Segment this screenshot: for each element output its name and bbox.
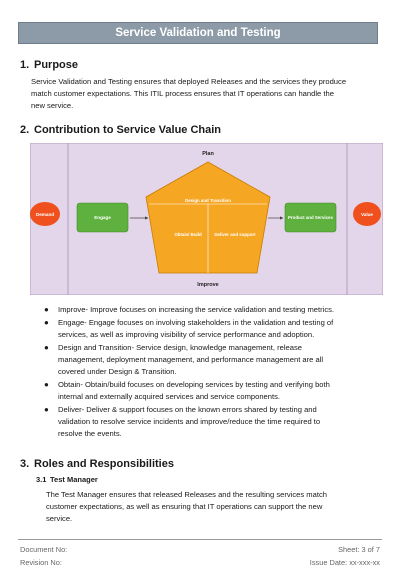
sheet-label: Sheet: 3 of 7	[338, 545, 380, 554]
bullet-improve: ● Improve- Improve focuses on increasing…	[44, 304, 384, 316]
deliver-support-label: Deliver and support	[214, 232, 256, 237]
bullet-line: validation to resolve service incidents …	[58, 417, 321, 427]
demand-oval	[30, 202, 60, 226]
test-manager-paragraph: The Test Manager ensures that released R…	[46, 489, 381, 525]
bullet-design-transition: ● Design and Transition- Service design,…	[44, 342, 384, 377]
bullet-line: services, as well as improving visibilit…	[58, 330, 315, 340]
value-label: Value	[361, 212, 373, 217]
bullet-line: Obtain- Obtain/build focuses on developi…	[58, 380, 330, 390]
bullet-dot-icon: ●	[44, 380, 49, 390]
subsection-title: Test Manager	[50, 475, 98, 484]
section-number: 2.	[20, 124, 30, 136]
bullet-line: Deliver- Deliver & support focuses on th…	[58, 405, 317, 415]
bullet-dot-icon: ●	[44, 318, 49, 328]
paragraph-line: new service.	[31, 101, 74, 110]
products-services-label: Product and Services	[288, 215, 333, 220]
value-chain-bullet-list: ● Improve- Improve focuses on increasing…	[44, 304, 384, 441]
paragraph-line: The Test Manager ensures that released R…	[46, 490, 327, 499]
paragraph-line: Service Validation and Testing ensures t…	[31, 77, 347, 86]
footer-divider	[18, 539, 382, 540]
bullet-engage: ● Engage- Engage focuses on involving st…	[44, 317, 384, 341]
bullet-dot-icon: ●	[44, 405, 49, 415]
section-number: 1.	[20, 59, 30, 71]
bullet-dot-icon: ●	[44, 343, 49, 353]
bullet-line: management, deployment management, and p…	[58, 355, 324, 365]
bullet-line: Design and Transition- Service design, k…	[58, 343, 302, 353]
bullet-line: resolve the events.	[58, 428, 122, 438]
purpose-paragraph: Service Validation and Testing ensures t…	[31, 76, 381, 112]
section-number: 3.	[20, 458, 30, 470]
bullet-line: Improve- Improve focuses on increasing t…	[58, 305, 335, 314]
products-services-box	[284, 202, 337, 233]
bullet-obtain: ● Obtain- Obtain/build focuses on develo…	[44, 379, 384, 403]
plan-label: Plan	[202, 151, 214, 157]
design-transition-label: Design and Transition	[185, 198, 231, 203]
bullet-line: covered under Design & Transition.	[58, 366, 177, 376]
improve-label: Improve	[197, 282, 218, 288]
obtain-build-label: Obtain/ Build	[174, 232, 202, 237]
roles-heading: 3. Roles and Responsibilities	[20, 458, 174, 470]
paragraph-line: customer expectations, as well as ensuri…	[46, 502, 323, 511]
purpose-heading: 1. Purpose	[20, 59, 78, 71]
revision-number-label: Revision No:	[20, 558, 62, 567]
paragraph-line: service.	[46, 514, 73, 523]
bullet-line: internal and externally acquired service…	[58, 392, 281, 402]
bullet-line: Engage- Engage focuses on involving stak…	[58, 318, 334, 328]
document-number-label: Document No:	[20, 545, 68, 554]
contribution-heading: 2. Contribution to Service Value Chain	[20, 124, 221, 136]
engage-label: Engage	[94, 215, 111, 220]
section-title: Contribution to Service Value Chain	[34, 124, 222, 136]
paragraph-line: match customer expectations. This ITIL p…	[31, 89, 334, 98]
bullet-dot-icon: ●	[44, 305, 49, 314]
section-title: Roles and Responsibilities	[34, 458, 174, 470]
engage-box	[76, 202, 129, 233]
subsection-number: 3.1	[36, 475, 47, 484]
bullet-deliver: ● Deliver- Deliver & support focuses on …	[44, 404, 384, 439]
demand-label: Demand	[36, 212, 54, 217]
issue-date-label: Issue Date: xx-xxx-xx	[309, 558, 380, 567]
section-title: Purpose	[34, 59, 79, 71]
value-oval	[353, 202, 381, 226]
value-chain-diagram: Plan Improve Demand Engage Design and Tr…	[30, 143, 383, 295]
document-title: Service Validation and Testing	[18, 22, 378, 44]
